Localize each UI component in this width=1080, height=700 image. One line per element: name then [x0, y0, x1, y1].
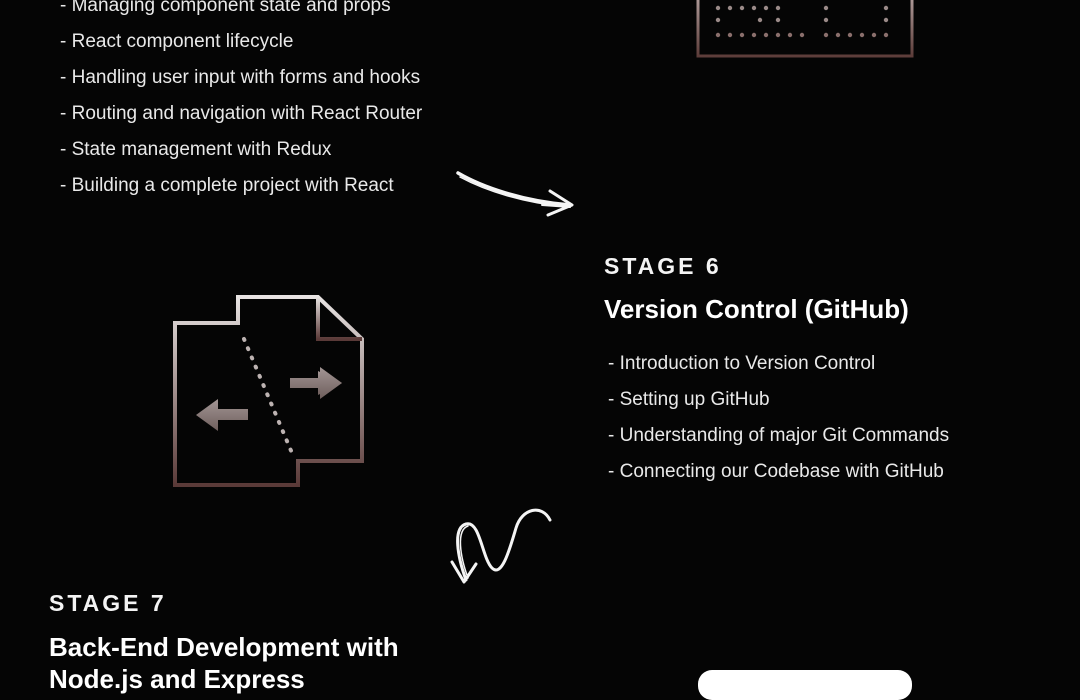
stage-6-topics-list: - Introduction to Version Control - Sett…: [608, 346, 949, 490]
keyboard-icon: [696, 0, 914, 58]
list-item: - Managing component state and props: [60, 0, 391, 16]
stage-6-label: STAGE 6: [604, 253, 722, 279]
file-compare-icon: [173, 295, 364, 487]
list-item: - Routing and navigation with React Rout…: [60, 103, 423, 124]
list-item: - Connecting our Codebase with GitHub: [608, 461, 944, 482]
list-item: - State management with Redux: [60, 139, 332, 160]
list-item: - Introduction to Version Control: [608, 353, 876, 374]
list-item: - Building a complete project with React: [60, 175, 394, 196]
list-item: - React component lifecycle: [60, 31, 294, 52]
stage-6-title: Version Control (GitHub): [604, 294, 909, 324]
list-item: - Setting up GitHub: [608, 389, 770, 410]
list-item: - Handling user input with forms and hoo…: [60, 67, 421, 88]
stage-7-title: Back-End Development with Node.js and Ex…: [49, 632, 399, 694]
squiggle-arrow-icon: [450, 508, 552, 584]
list-item: - Understanding of major Git Commands: [608, 425, 950, 446]
react-topics-list: - Managing component state and props - R…: [60, 0, 422, 204]
hand-drawn-arrow-icon: [456, 171, 574, 217]
stage-7-label: STAGE 7: [49, 590, 167, 616]
